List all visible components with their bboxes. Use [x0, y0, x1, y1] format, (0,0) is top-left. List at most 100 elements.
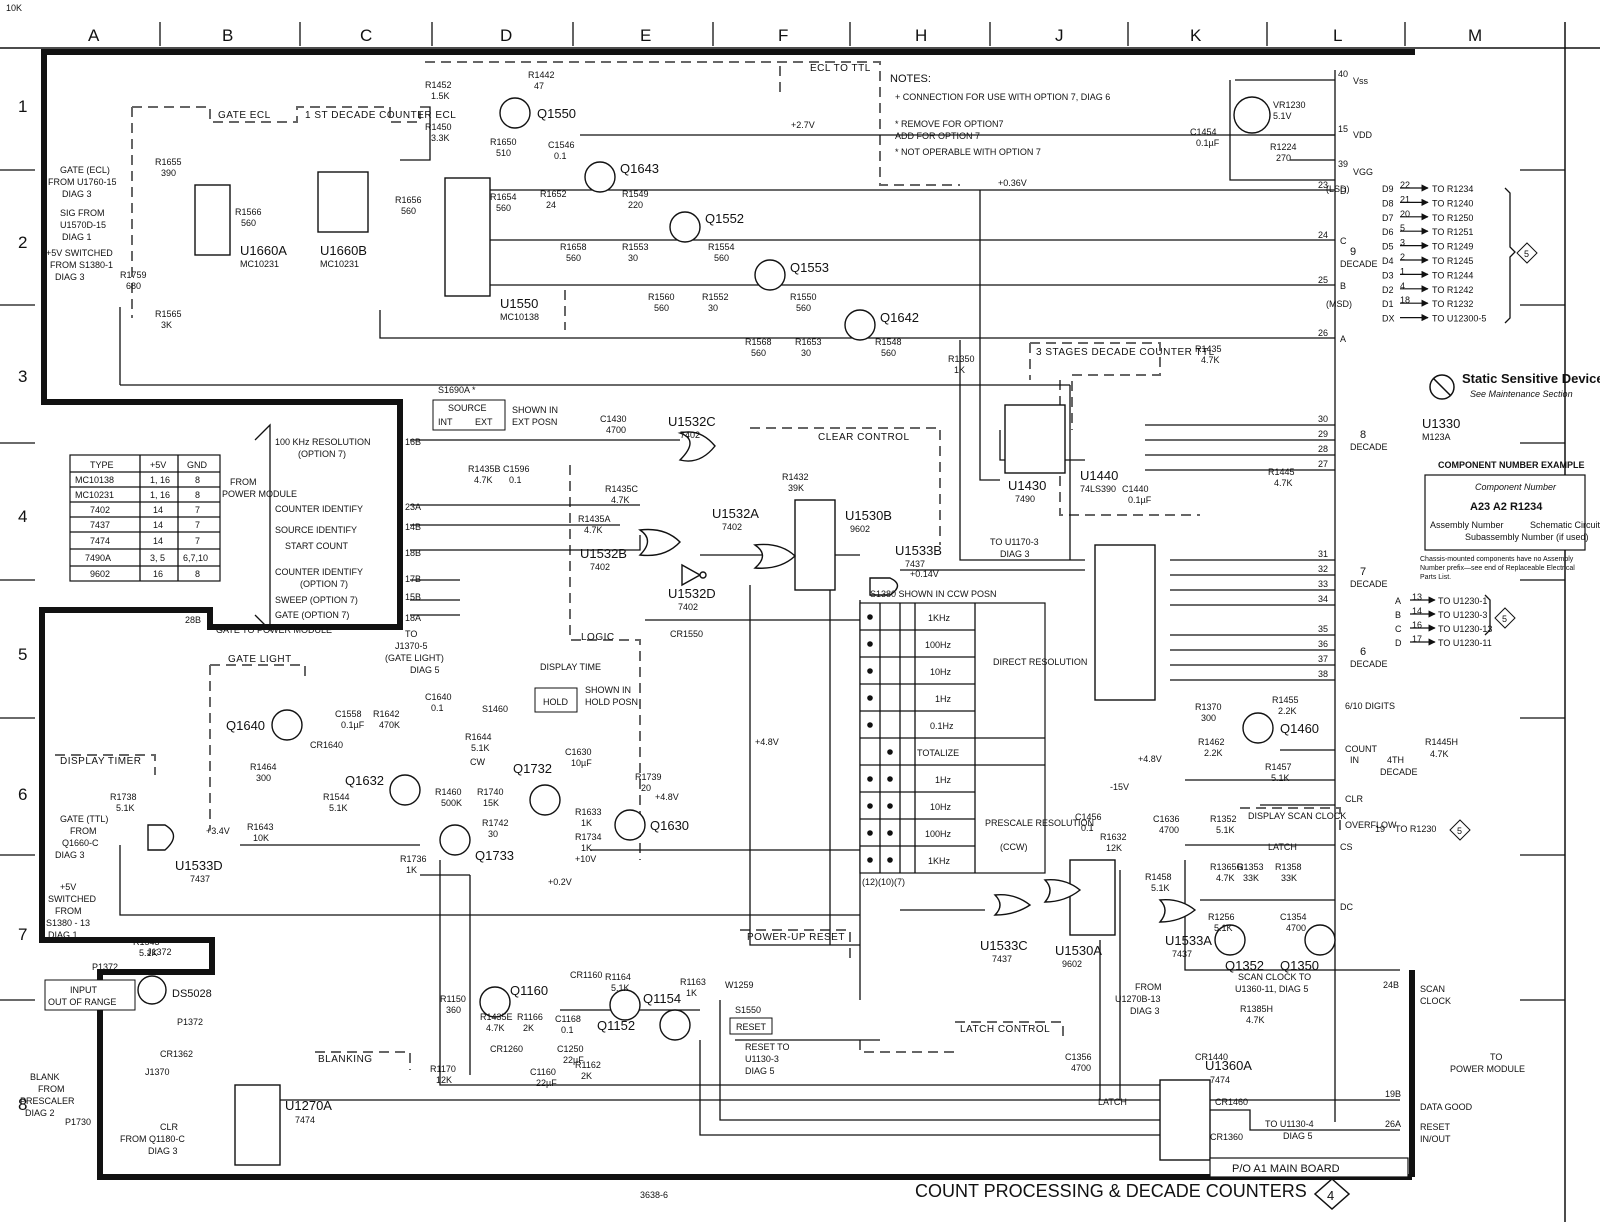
- part-ref: R1435C: [605, 484, 639, 494]
- sheet-diag: 4: [1327, 1188, 1334, 1203]
- source-int: INT: [438, 417, 453, 427]
- part-ref: R1370: [1195, 702, 1222, 712]
- source-label: SOURCE: [448, 403, 487, 413]
- decade7-pin: 17: [1412, 634, 1422, 644]
- part-value: 47: [534, 81, 544, 91]
- part-ref: R1739: [635, 772, 662, 782]
- pm-pin: 18B: [405, 548, 421, 558]
- overflow-out-label: TO R1230: [1395, 824, 1436, 834]
- pin-num: 23: [1318, 180, 1328, 190]
- decade-9-label: 9: [1350, 246, 1356, 258]
- to-u1170: DIAG 3: [1000, 549, 1030, 559]
- q1460-label: Q1460: [1280, 721, 1319, 736]
- part-value: 4.7K: [1201, 355, 1220, 365]
- table-cell: 1, 16: [150, 475, 170, 485]
- vr1230-value: 5.1V: [1273, 111, 1292, 121]
- s1460-label: S1460: [482, 704, 508, 714]
- q1352-label: Q1352: [1225, 958, 1264, 973]
- s1380-contact: [867, 614, 873, 620]
- s1380-contact: [867, 803, 873, 809]
- from-u1270: DIAG 3: [1130, 1006, 1160, 1016]
- to-power-label: TO: [1490, 1052, 1502, 1062]
- part-ref: R1352: [1210, 814, 1237, 824]
- vr1230-label: VR1230: [1273, 100, 1306, 110]
- u1532d-name: U1532D: [668, 586, 716, 601]
- example-assembly: Assembly Number: [1430, 520, 1504, 530]
- s1380-contact: [867, 695, 873, 701]
- pin-num: 32: [1318, 564, 1328, 574]
- grid-col-label: A: [88, 26, 100, 45]
- part-value: 0.1µF: [1128, 495, 1152, 505]
- decade-7-label: 7: [1360, 566, 1366, 578]
- u1270a-type: 7474: [295, 1115, 315, 1125]
- power-module-inputs: FROM POWER MODULE 100 KHz RESOLUTION (OP…: [185, 423, 421, 635]
- part-ref: R1442: [528, 70, 555, 80]
- u1330-type: M123A: [1422, 432, 1451, 442]
- u1533d-name: U1533D: [175, 858, 223, 873]
- table-header: GND: [187, 460, 208, 470]
- hold-label: HOLD: [543, 697, 569, 707]
- grid-col-label: F: [778, 26, 788, 45]
- q1732-label: Q1732: [513, 761, 552, 776]
- cs-pin: CS: [1340, 842, 1353, 852]
- digit-target: TO R1234: [1432, 184, 1473, 194]
- pm-pin: 23A: [405, 502, 421, 512]
- gate-to-pin: 28B: [185, 615, 201, 625]
- input-label: Q1660-C: [62, 838, 99, 848]
- pin-num: 30: [1318, 414, 1328, 424]
- part-ref: C1456: [1075, 812, 1102, 822]
- digit-name: D5: [1382, 242, 1394, 252]
- table-cell: 7: [195, 505, 200, 515]
- static-sub: See Maintenance Section: [1470, 389, 1573, 399]
- u1530b-name: U1530B: [845, 508, 892, 523]
- part-value: 10K: [253, 833, 269, 843]
- input-label: GATE (TTL): [60, 814, 108, 824]
- s1380-contact: [867, 722, 873, 728]
- part-value: 560: [714, 253, 729, 263]
- s1380-contact: [867, 668, 873, 674]
- table-cell: 14: [153, 520, 163, 530]
- r1445h-value: 4.7K: [1430, 749, 1449, 759]
- pin-num: 29: [1318, 429, 1328, 439]
- u1532b-name: U1532B: [580, 546, 627, 561]
- table-cell: 9602: [90, 569, 110, 579]
- s1380-row: 100Hz: [925, 829, 952, 839]
- from-label: FROM: [230, 477, 257, 487]
- u1532c-type: 7402: [680, 430, 700, 440]
- part-ref: R1656: [395, 195, 422, 205]
- decade7-pin: 16: [1412, 620, 1422, 630]
- pin-num: 24: [1318, 230, 1328, 240]
- to-u1130: TO U1130-4: [1265, 1119, 1314, 1129]
- part-value: 33K: [1243, 873, 1259, 883]
- digit-name: D3: [1382, 270, 1394, 280]
- part-ref: R1166: [517, 1012, 543, 1022]
- pin-num: 37: [1318, 654, 1328, 664]
- part-ref: R1256: [1208, 912, 1235, 922]
- part-value: 1K: [581, 843, 592, 853]
- part-ref: R1462: [1198, 737, 1225, 747]
- part-ref: R1452: [425, 80, 452, 90]
- data-good-label: DATA GOOD: [1420, 1102, 1473, 1112]
- u1660b-box: [317, 171, 369, 233]
- input-label: PRESCALER: [20, 1096, 75, 1106]
- u1660b-name: U1660B: [320, 243, 367, 258]
- pin-num: 33: [1318, 579, 1328, 589]
- decade-6-label: DECADE: [1350, 659, 1388, 669]
- part-ref: R1458: [1145, 872, 1172, 882]
- voltage-tag: +4.8V: [655, 792, 679, 802]
- table-cell: 7: [195, 520, 200, 530]
- part-value: 2K: [523, 1023, 534, 1033]
- digit-target: TO R1232: [1432, 299, 1473, 309]
- u1530b-type: 9602: [850, 524, 870, 534]
- p1730-label: P1730: [65, 1117, 91, 1127]
- u1533a-type: 7437: [1172, 949, 1192, 959]
- part-ref: R1568: [745, 337, 772, 347]
- pm-line-label: SWEEP (OPTION 7): [275, 595, 358, 605]
- part-value: 510: [496, 148, 511, 158]
- example-inner-title: Component Number: [1475, 482, 1557, 492]
- u1360a-type: 7474: [1210, 1075, 1230, 1085]
- reset-label: IN/OUT: [1420, 1134, 1451, 1144]
- grid-row-label: 4: [18, 507, 27, 526]
- digit-pin: 1: [1400, 266, 1405, 276]
- decade7-diag: 5: [1502, 614, 1507, 624]
